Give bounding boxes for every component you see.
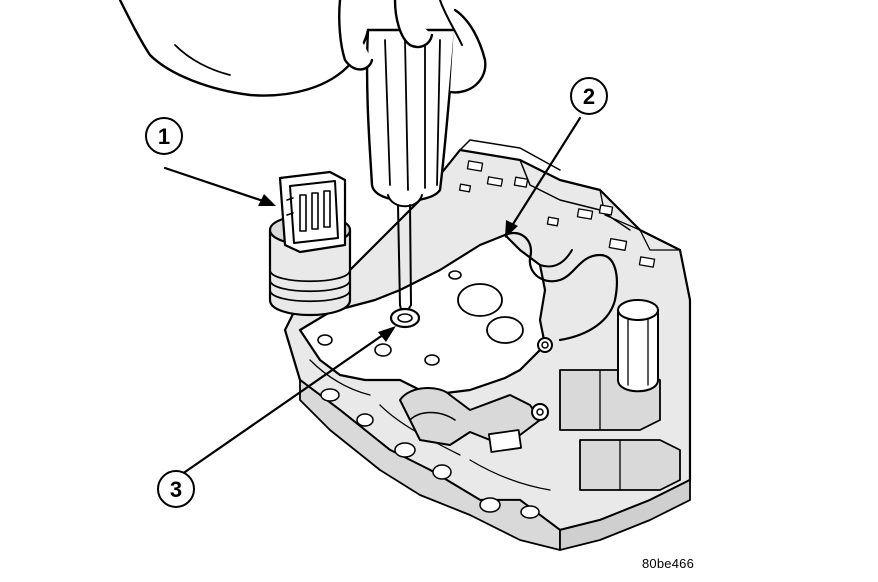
arrowhead-3 bbox=[378, 326, 396, 342]
hand bbox=[118, 0, 487, 97]
solenoid-connector bbox=[268, 170, 352, 316]
figure-id: 80be466 bbox=[642, 556, 695, 571]
callout-3-label: 3 bbox=[170, 477, 182, 502]
callout-arrows bbox=[163, 116, 582, 474]
callout-1-label: 1 bbox=[158, 124, 170, 149]
arrowhead-1 bbox=[258, 194, 276, 206]
arrowhead-2 bbox=[505, 220, 518, 238]
callout-1: 1 bbox=[145, 117, 183, 155]
callout-2: 2 bbox=[570, 77, 608, 115]
manual-lever bbox=[399, 387, 549, 453]
callout-3: 3 bbox=[157, 470, 195, 508]
detent-plate bbox=[298, 232, 618, 397]
screwdriver bbox=[365, 28, 457, 329]
callout-2-label: 2 bbox=[583, 84, 595, 109]
